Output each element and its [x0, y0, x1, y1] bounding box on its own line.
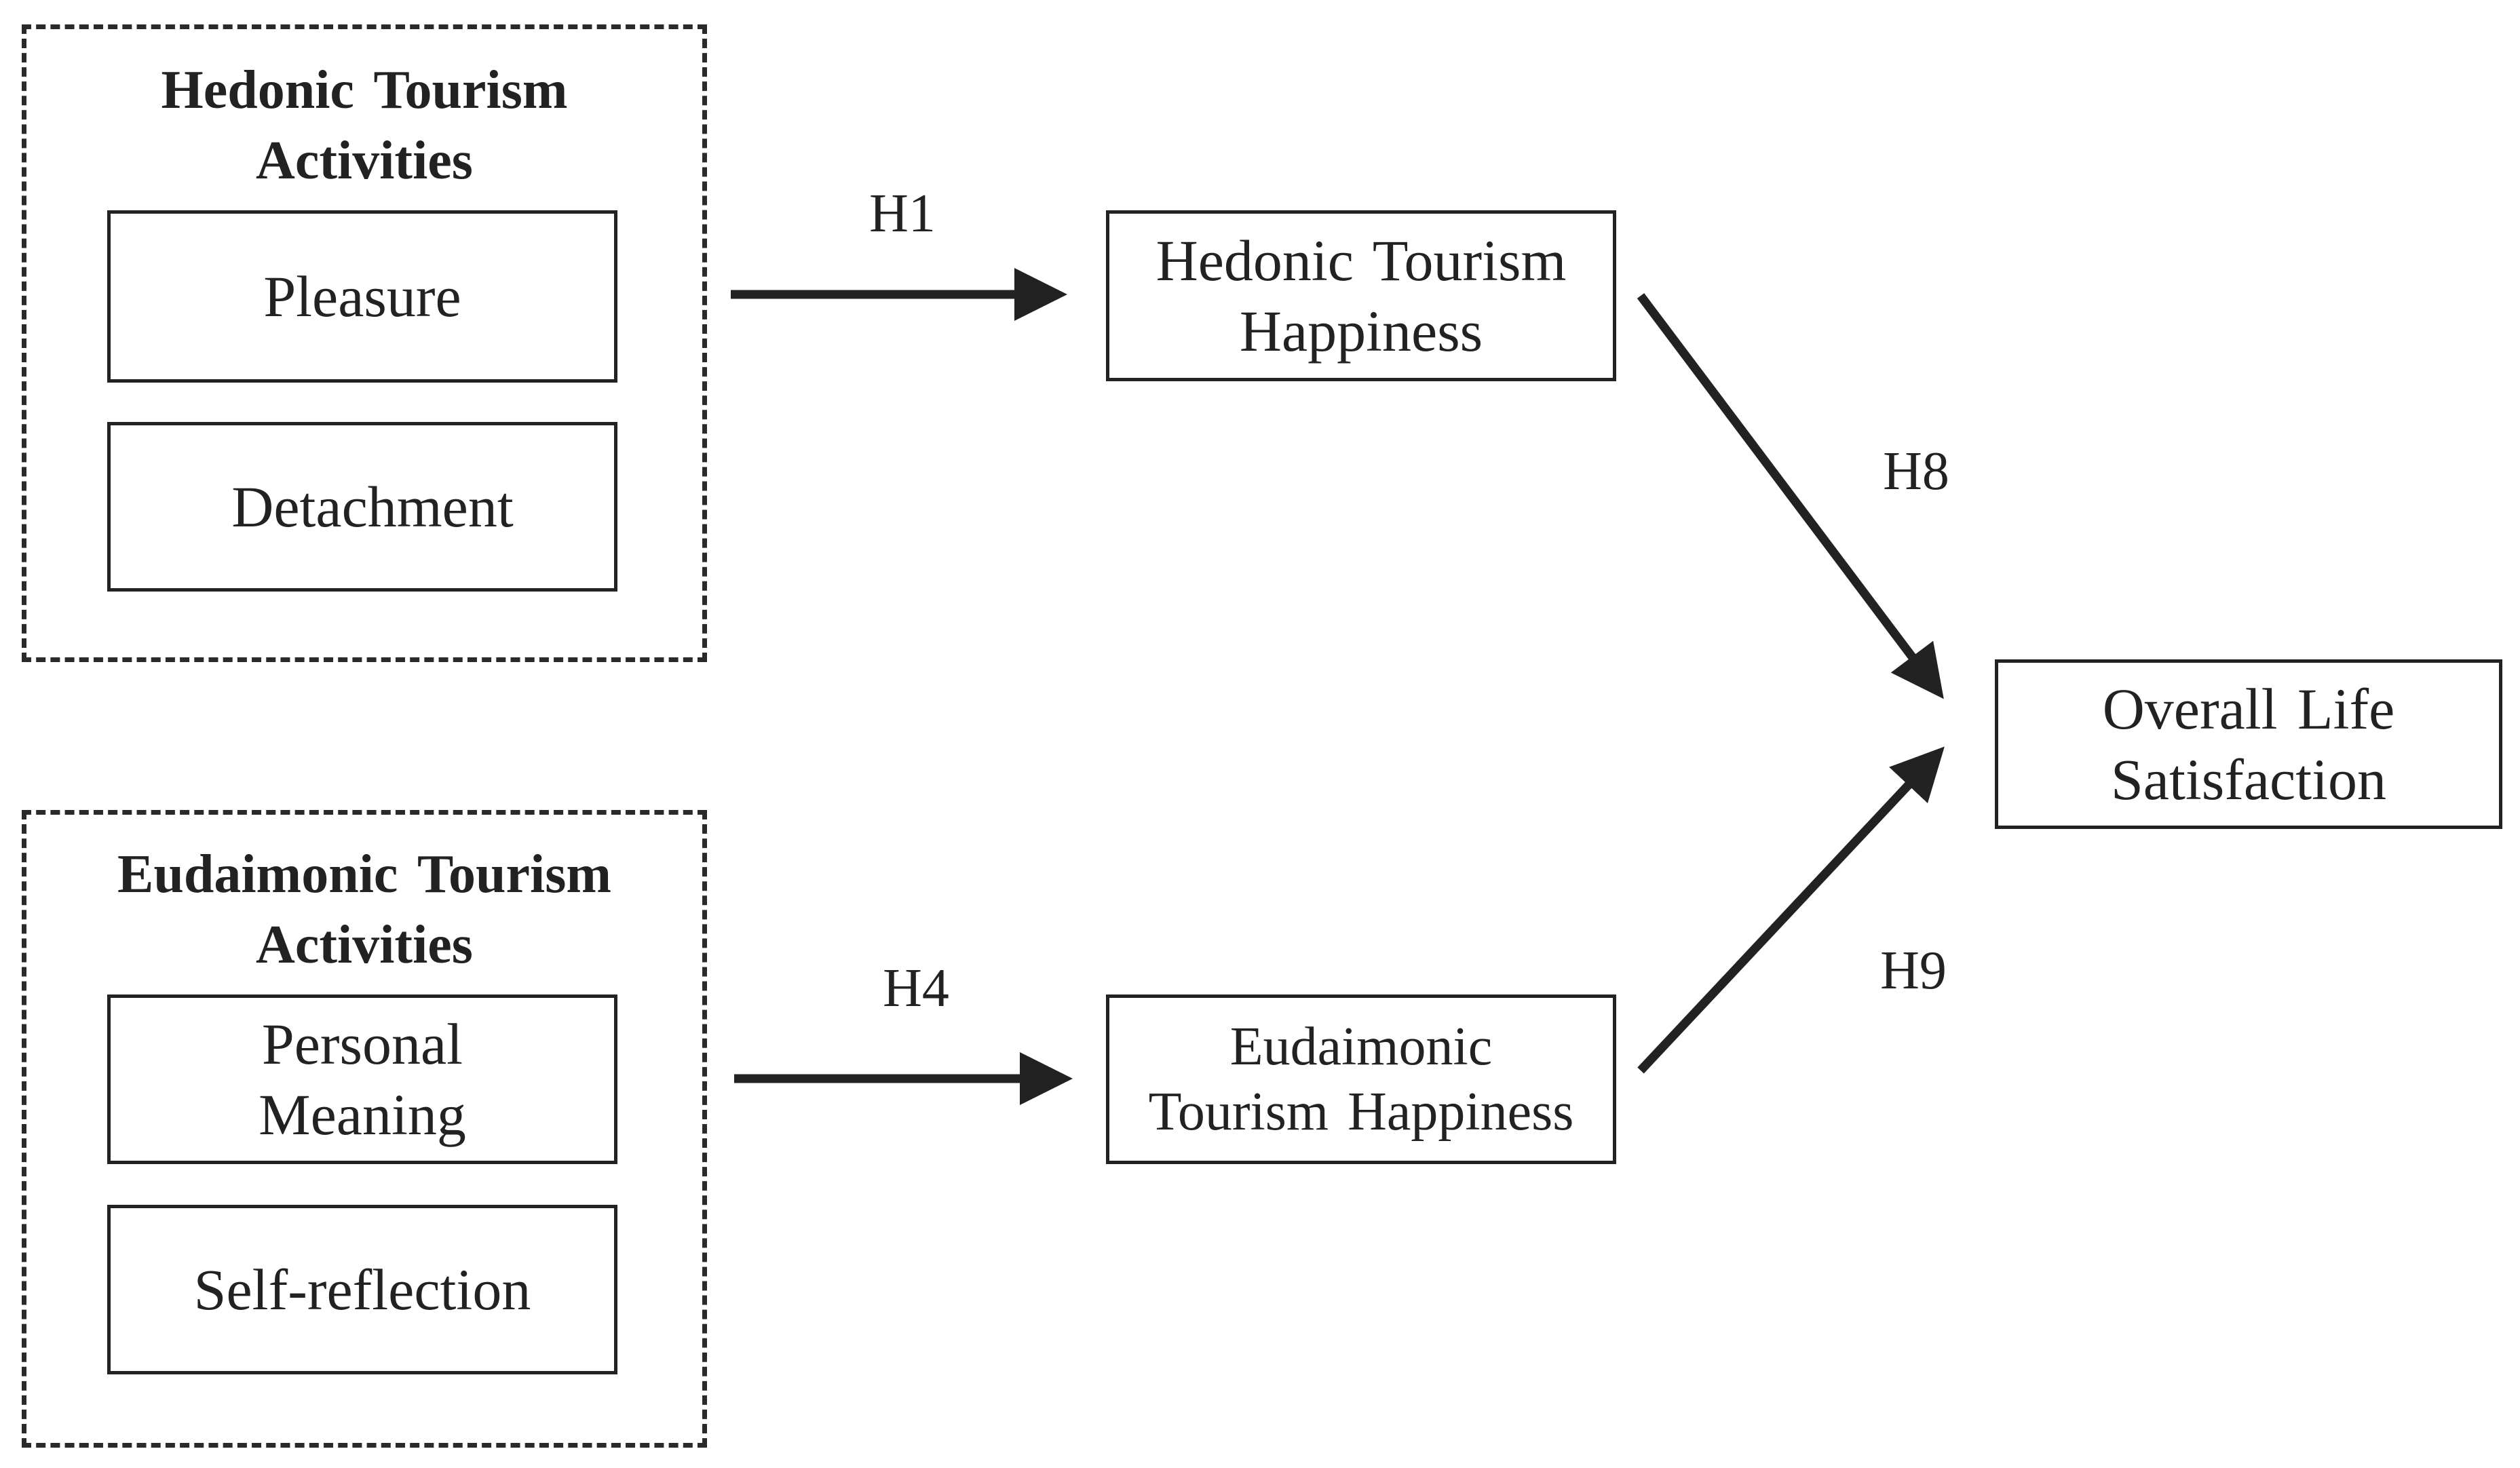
hedonic-happiness-line2: Happiness	[1239, 298, 1483, 364]
hedonic-happiness-line1: Hedonic Tourism	[1156, 228, 1567, 293]
hypothesis-h4-label: H4	[883, 959, 949, 1018]
hedonic-activities-title-line2: Activities	[256, 131, 473, 191]
self-reflection-box: Self-reflection	[107, 1205, 617, 1374]
life-satisfaction-line2: Satisfaction	[2110, 747, 2386, 812]
eudaimonic-happiness-label: Eudaimonic Tourism Happiness	[1149, 1014, 1574, 1144]
eudaimonic-happiness-line1: Eudaimonic	[1229, 1017, 1493, 1077]
detachment-label: Detachment	[231, 474, 514, 539]
personal-meaning-box: Personal Meaning	[107, 994, 617, 1164]
hypothesis-h9-label: H9	[1880, 941, 1947, 1001]
personal-meaning-line1: Personal	[261, 1011, 463, 1077]
life-satisfaction-box: Overall Life Satisfaction	[1995, 659, 2502, 829]
eudaimonic-activities-title-line1: Eudaimonic Tourism	[117, 845, 611, 904]
hedonic-activities-title-line1: Hedonic Tourism	[161, 60, 568, 120]
eudaimonic-activities-title-line2: Activities	[256, 915, 473, 975]
eudaimonic-activities-group: Eudaimonic Tourism Activities	[22, 810, 707, 1448]
hypothesis-h1-label: H1	[869, 184, 936, 244]
life-satisfaction-label: Overall Life Satisfaction	[2103, 674, 2395, 815]
personal-meaning-line2: Meaning	[259, 1082, 466, 1147]
hedonic-happiness-box: Hedonic Tourism Happiness	[1106, 210, 1616, 381]
eudaimonic-activities-title: Eudaimonic Tourism Activities	[26, 839, 702, 980]
pleasure-label: Pleasure	[263, 264, 461, 329]
life-satisfaction-line1: Overall Life	[2102, 676, 2395, 741]
eudaimonic-happiness-box: Eudaimonic Tourism Happiness	[1106, 994, 1616, 1164]
hedonic-activities-title: Hedonic Tourism Activities	[26, 55, 702, 196]
personal-meaning-label: Personal Meaning	[259, 1009, 466, 1150]
eudaimonic-happiness-line2: Tourism Happiness	[1148, 1082, 1574, 1142]
hedonic-activities-group: Hedonic Tourism Activities	[22, 24, 707, 662]
arrow-h9	[1637, 746, 1945, 1074]
arrow-h8	[1637, 293, 1944, 699]
pleasure-box: Pleasure	[107, 210, 617, 383]
hypothesis-h8-label: H8	[1883, 442, 1949, 501]
hedonic-happiness-label: Hedonic Tourism Happiness	[1156, 225, 1567, 366]
detachment-box: Detachment	[107, 422, 617, 592]
self-reflection-label: Self-reflection	[193, 1257, 531, 1322]
